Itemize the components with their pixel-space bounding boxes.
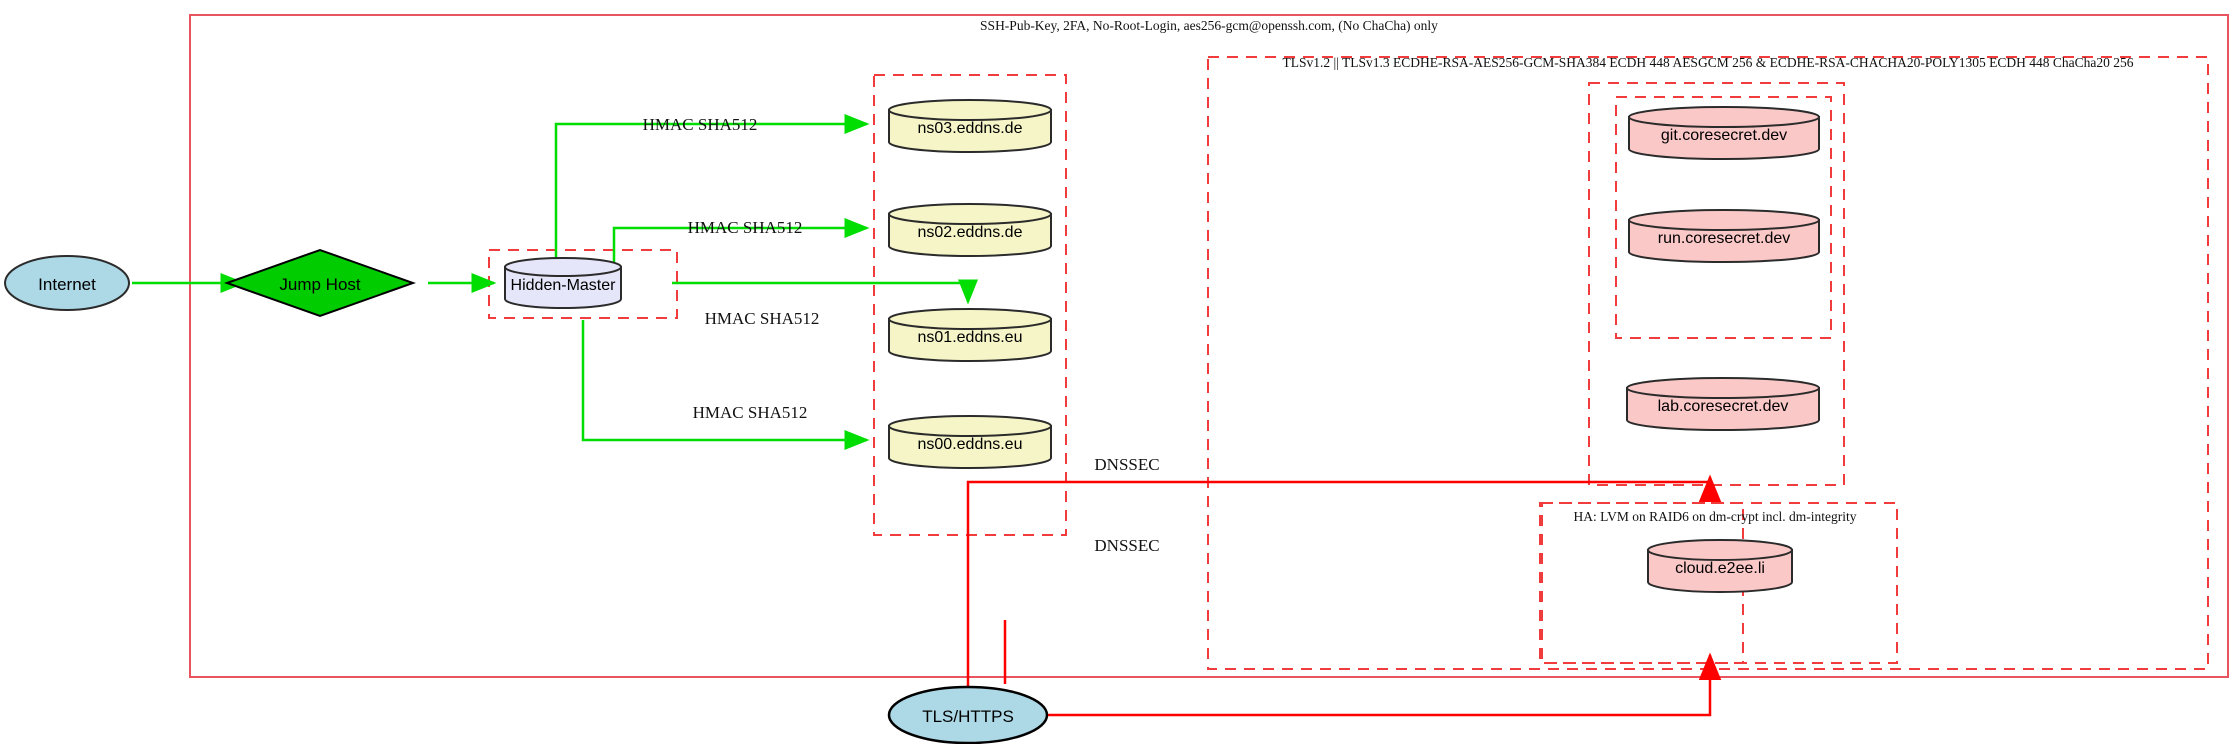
node-ns00-label: ns00.eddns.eu xyxy=(918,436,1023,453)
edge-hiddenmaster-to-ns01 xyxy=(672,279,978,305)
edge-tlshttps-to-ha xyxy=(1047,652,1722,717)
edge-label-dnssec-upper: DNSSEC xyxy=(1094,455,1159,474)
edge-label-dnssec-lower: DNSSEC xyxy=(1094,536,1159,555)
node-internet-label: Internet xyxy=(38,275,96,294)
edge-label-hmac-ns02: HMAC SHA512 xyxy=(688,218,803,237)
edge-label-hmac-ns00: HMAC SHA512 xyxy=(693,403,808,422)
node-cloud-e2ee-label: cloud.e2ee.li xyxy=(1675,560,1765,577)
node-cloud-e2ee[interactable]: cloud.e2ee.li xyxy=(1647,539,1793,593)
node-hidden-master[interactable]: Hidden-Master xyxy=(504,257,622,309)
node-run-coresecret[interactable]: run.coresecret.dev xyxy=(1628,209,1820,263)
node-ns00[interactable]: ns00.eddns.eu xyxy=(888,415,1052,469)
node-ns03[interactable]: ns03.eddns.de xyxy=(888,99,1052,153)
cluster-label-ha: HA: LVM on RAID6 on dm-crypt incl. dm-in… xyxy=(1574,509,1857,524)
node-ns02-label: ns02.eddns.de xyxy=(918,224,1023,241)
node-git-coresecret[interactable]: git.coresecret.dev xyxy=(1628,106,1820,160)
node-ns01[interactable]: ns01.eddns.eu xyxy=(888,308,1052,362)
cluster-ha-inner-box xyxy=(1539,502,1744,664)
cluster-dns-box xyxy=(873,74,1067,536)
edge-hiddenmaster-to-ns00 xyxy=(581,320,870,450)
node-tls-https[interactable]: TLS/HTTPS xyxy=(887,685,1049,744)
edge-hiddenmaster-to-ns03 xyxy=(554,114,870,262)
node-run-coresecret-label: run.coresecret.dev xyxy=(1658,230,1791,247)
node-hidden-master-label: Hidden-Master xyxy=(511,277,617,294)
cluster-label-tls: TLSv1.2 || TLSv1.3 ECDHE-RSA-AES256-GCM-… xyxy=(1283,55,2134,70)
node-ns03-label: ns03.eddns.de xyxy=(918,120,1023,137)
node-lab-coresecret-label: lab.coresecret.dev xyxy=(1658,398,1789,415)
node-ns02[interactable]: ns02.eddns.de xyxy=(888,203,1052,257)
cluster-label-ssh: SSH-Pub-Key, 2FA, No-Root-Login, aes256-… xyxy=(980,18,1438,33)
cluster-ssh-box xyxy=(189,14,2229,678)
node-tls-https-label: TLS/HTTPS xyxy=(922,707,1014,726)
node-internet[interactable]: Internet xyxy=(4,255,130,311)
edge-label-hmac-ns01: HMAC SHA512 xyxy=(705,309,820,328)
edge-tlshttps-to-coresecret xyxy=(966,474,1722,700)
edge-hiddenmaster-to-ns02 xyxy=(612,218,870,262)
node-jump-host-label: Jump Host xyxy=(279,275,361,294)
node-jump-host[interactable]: Jump Host xyxy=(224,248,416,318)
edge-label-hmac-ns03: HMAC SHA512 xyxy=(643,115,758,134)
node-lab-coresecret[interactable]: lab.coresecret.dev xyxy=(1626,377,1820,431)
node-ns01-label: ns01.eddns.eu xyxy=(918,329,1023,346)
node-git-coresecret-label: git.coresecret.dev xyxy=(1661,127,1787,144)
